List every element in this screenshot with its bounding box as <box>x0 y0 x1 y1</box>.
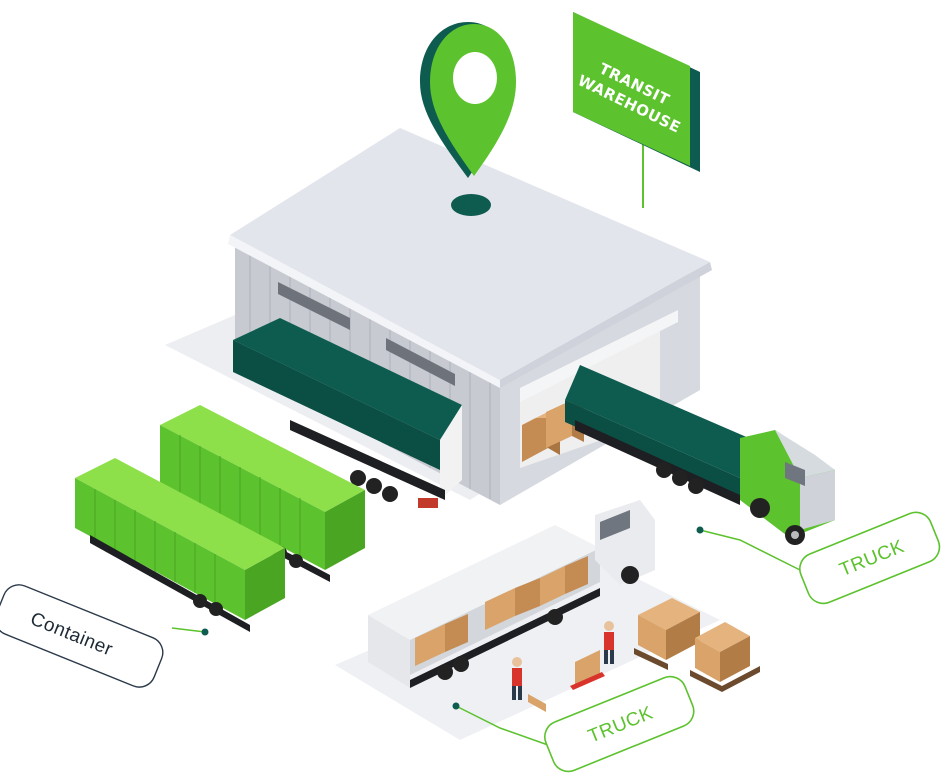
pallet-boxes <box>634 598 760 692</box>
truck-bottom <box>368 500 655 688</box>
teal-trailer-left <box>233 318 462 508</box>
truck-right <box>565 365 835 545</box>
callout-truck-bottom: TRUCK <box>452 675 695 773</box>
callout-truck-right: TRUCK <box>696 511 941 605</box>
worker-pushing-cart <box>570 621 614 690</box>
map-pin-icon <box>420 22 516 178</box>
transit-warehouse-sign: TRANSIT WAREHOUSE <box>573 12 700 208</box>
callout-container: Container <box>0 584 209 688</box>
green-container-front <box>75 458 285 632</box>
worker-with-pallet-jack <box>512 657 546 712</box>
